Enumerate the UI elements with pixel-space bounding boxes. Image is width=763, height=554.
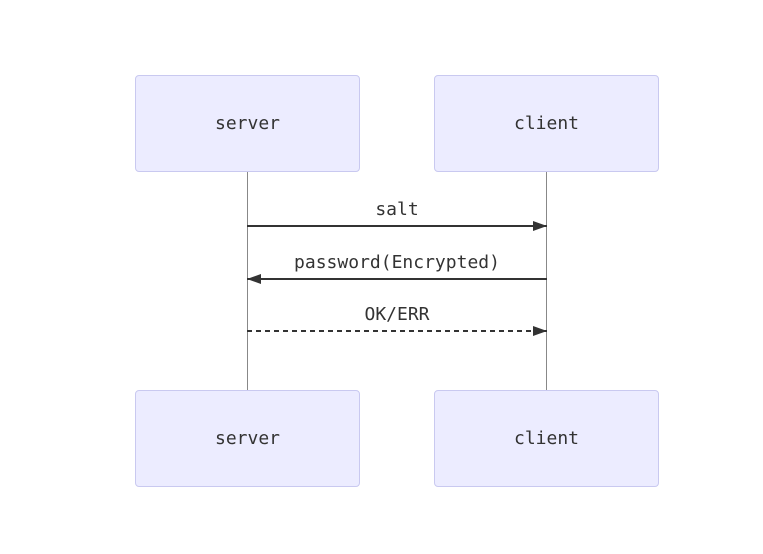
actor-box-server-top: server xyxy=(135,75,360,172)
message-label: salt xyxy=(375,199,419,220)
actor-label-client: client xyxy=(513,113,580,134)
message-line-solid xyxy=(247,221,547,231)
message-ok-err: OK/ERR xyxy=(247,304,547,336)
message-password-encrypted: password(Encrypted) xyxy=(247,252,547,284)
actor-box-client-bottom: client xyxy=(434,390,659,487)
lifeline-client xyxy=(546,172,547,390)
arrowhead-right-icon xyxy=(533,221,547,231)
message-label: password(Encrypted) xyxy=(294,252,500,273)
actor-label-server: server xyxy=(214,113,281,134)
arrowhead-left-icon xyxy=(247,274,261,284)
message-line-solid xyxy=(247,274,547,284)
message-line-dashed xyxy=(247,326,547,336)
actor-box-client-top: client xyxy=(434,75,659,172)
actor-box-server-bottom: server xyxy=(135,390,360,487)
actor-label-client: client xyxy=(513,428,580,449)
actor-label-server: server xyxy=(214,428,281,449)
message-label: OK/ERR xyxy=(364,304,430,325)
arrowhead-right-icon xyxy=(533,326,547,336)
message-salt: salt xyxy=(247,199,547,231)
